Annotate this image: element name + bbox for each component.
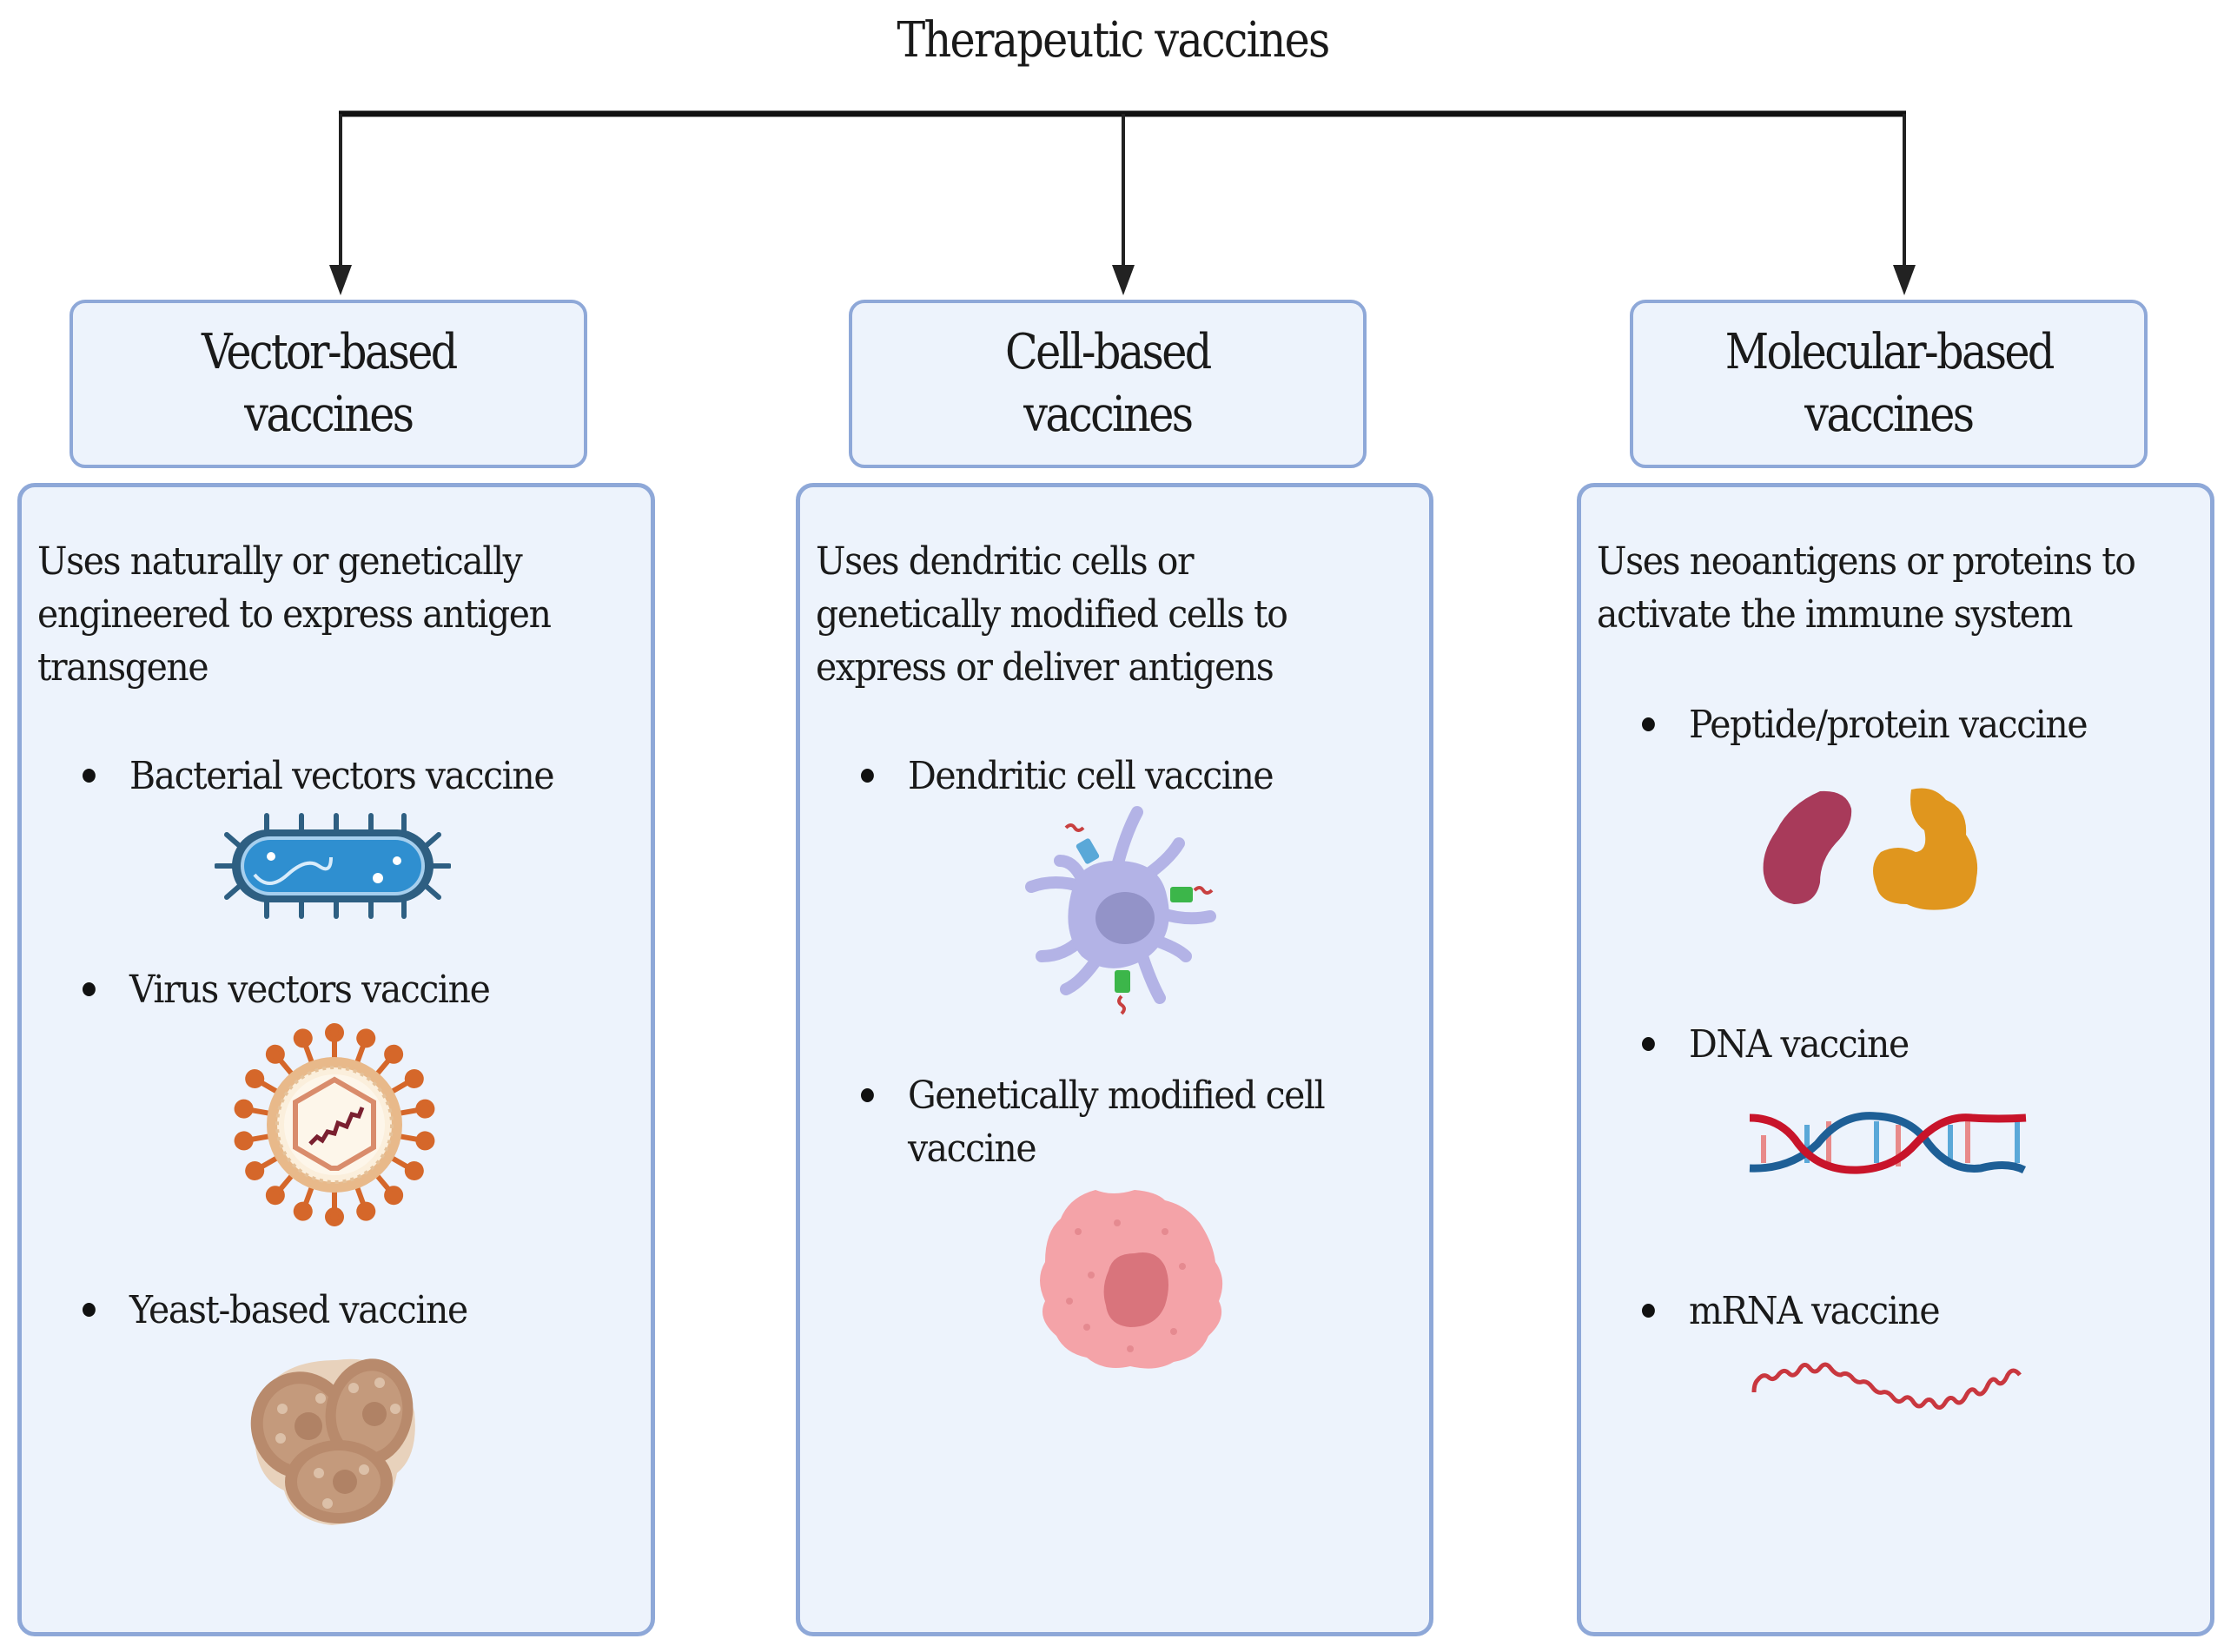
- description-line: express or deliver antigens: [816, 645, 1274, 690]
- virus-icon: [234, 1023, 435, 1226]
- bullet-icon: [83, 981, 96, 996]
- header-line-2: vaccines: [1023, 387, 1194, 443]
- list-item-mrna: mRNA vaccine: [1642, 1285, 1941, 1338]
- content-box-molecular-based: Uses neoantigens or proteins to activate…: [1577, 483, 2214, 1636]
- item-label: Genetically modified cell: [907, 1074, 1326, 1118]
- header-line-1: Cell-based: [1005, 324, 1212, 380]
- header-box-vector-based: Vector-based vaccines: [70, 300, 587, 468]
- mrna-icon: [1751, 1362, 2022, 1410]
- bacterium-icon: [215, 813, 451, 919]
- description: Uses dendritic cells or genetically modi…: [816, 535, 1381, 694]
- modified-cell-icon: [1040, 1190, 1223, 1369]
- item-label: mRNA vaccine: [1688, 1289, 1941, 1333]
- item-label: vaccine: [907, 1127, 1037, 1171]
- content-box-vector-based: Uses naturally or genetically engineered…: [17, 483, 655, 1636]
- list-item-genetically-modified-cell: Genetically modified cell vaccine: [861, 1069, 1326, 1175]
- bullet-icon: [861, 1087, 874, 1102]
- arrow-head-vector: [329, 265, 352, 295]
- item-label: Peptide/protein vaccine: [1688, 703, 2088, 747]
- content-box-cell-based: Uses dendritic cells or genetically modi…: [796, 483, 1433, 1636]
- dna-icon: [1749, 1112, 2027, 1174]
- bullet-icon: [1642, 1036, 1655, 1051]
- item-label: Dendritic cell vaccine: [907, 754, 1274, 798]
- description-line: engineered to express antigen: [37, 592, 552, 637]
- bullet-icon: [83, 768, 96, 783]
- list-item-bacterial-vectors: Bacterial vectors vaccine: [83, 750, 555, 803]
- arrow-head-molecular: [1893, 265, 1916, 295]
- header-box-molecular-based: Molecular-based vaccines: [1630, 300, 2148, 468]
- bullet-icon: [861, 768, 874, 783]
- description-line: Uses dendritic cells or: [816, 539, 1195, 584]
- list-item-peptide-protein: Peptide/protein vaccine: [1642, 698, 2088, 751]
- protein-2-shape: [1873, 788, 1978, 910]
- bullet-icon: [83, 1302, 96, 1317]
- header-box-cell-based: Cell-based vaccines: [849, 300, 1367, 468]
- bullet-icon: [1642, 717, 1655, 731]
- list-item-yeast-based: Yeast-based vaccine: [83, 1284, 468, 1337]
- description-line: genetically modified cells to: [816, 592, 1288, 637]
- protein-icon: [1763, 788, 1978, 910]
- list-item-dna: DNA vaccine: [1642, 1018, 1910, 1071]
- protein-1-shape: [1763, 790, 1852, 904]
- description: Uses naturally or genetically engineered…: [37, 535, 603, 694]
- bullet-icon: [1642, 1303, 1655, 1318]
- item-label: DNA vaccine: [1688, 1022, 1910, 1067]
- list-item-virus-vectors: Virus vectors vaccine: [83, 963, 491, 1016]
- item-label: Yeast-based vaccine: [129, 1288, 468, 1332]
- header-line-1: Molecular-based: [1724, 324, 2055, 380]
- header-line-2: vaccines: [1804, 387, 1975, 443]
- description-line: Uses neoantigens or proteins to: [1597, 539, 2136, 584]
- item-label: Virus vectors vaccine: [129, 968, 491, 1012]
- arrow-head-cell: [1112, 265, 1135, 295]
- description-line: activate the immune system: [1597, 592, 2073, 637]
- description: Uses neoantigens or proteins to activate…: [1597, 535, 2162, 641]
- list-item-dendritic-cell: Dendritic cell vaccine: [861, 750, 1274, 803]
- description-line: transgene: [37, 645, 209, 690]
- header-line-2: vaccines: [244, 387, 414, 443]
- dendritic-cell-icon: [1025, 806, 1216, 1015]
- description-line: Uses naturally or genetically: [37, 539, 523, 584]
- item-label: Bacterial vectors vaccine: [129, 754, 555, 798]
- yeast-icon: [250, 1358, 415, 1525]
- header-line-1: Vector-based: [201, 324, 458, 380]
- diagram-title: Therapeutic vaccines: [897, 12, 1330, 69]
